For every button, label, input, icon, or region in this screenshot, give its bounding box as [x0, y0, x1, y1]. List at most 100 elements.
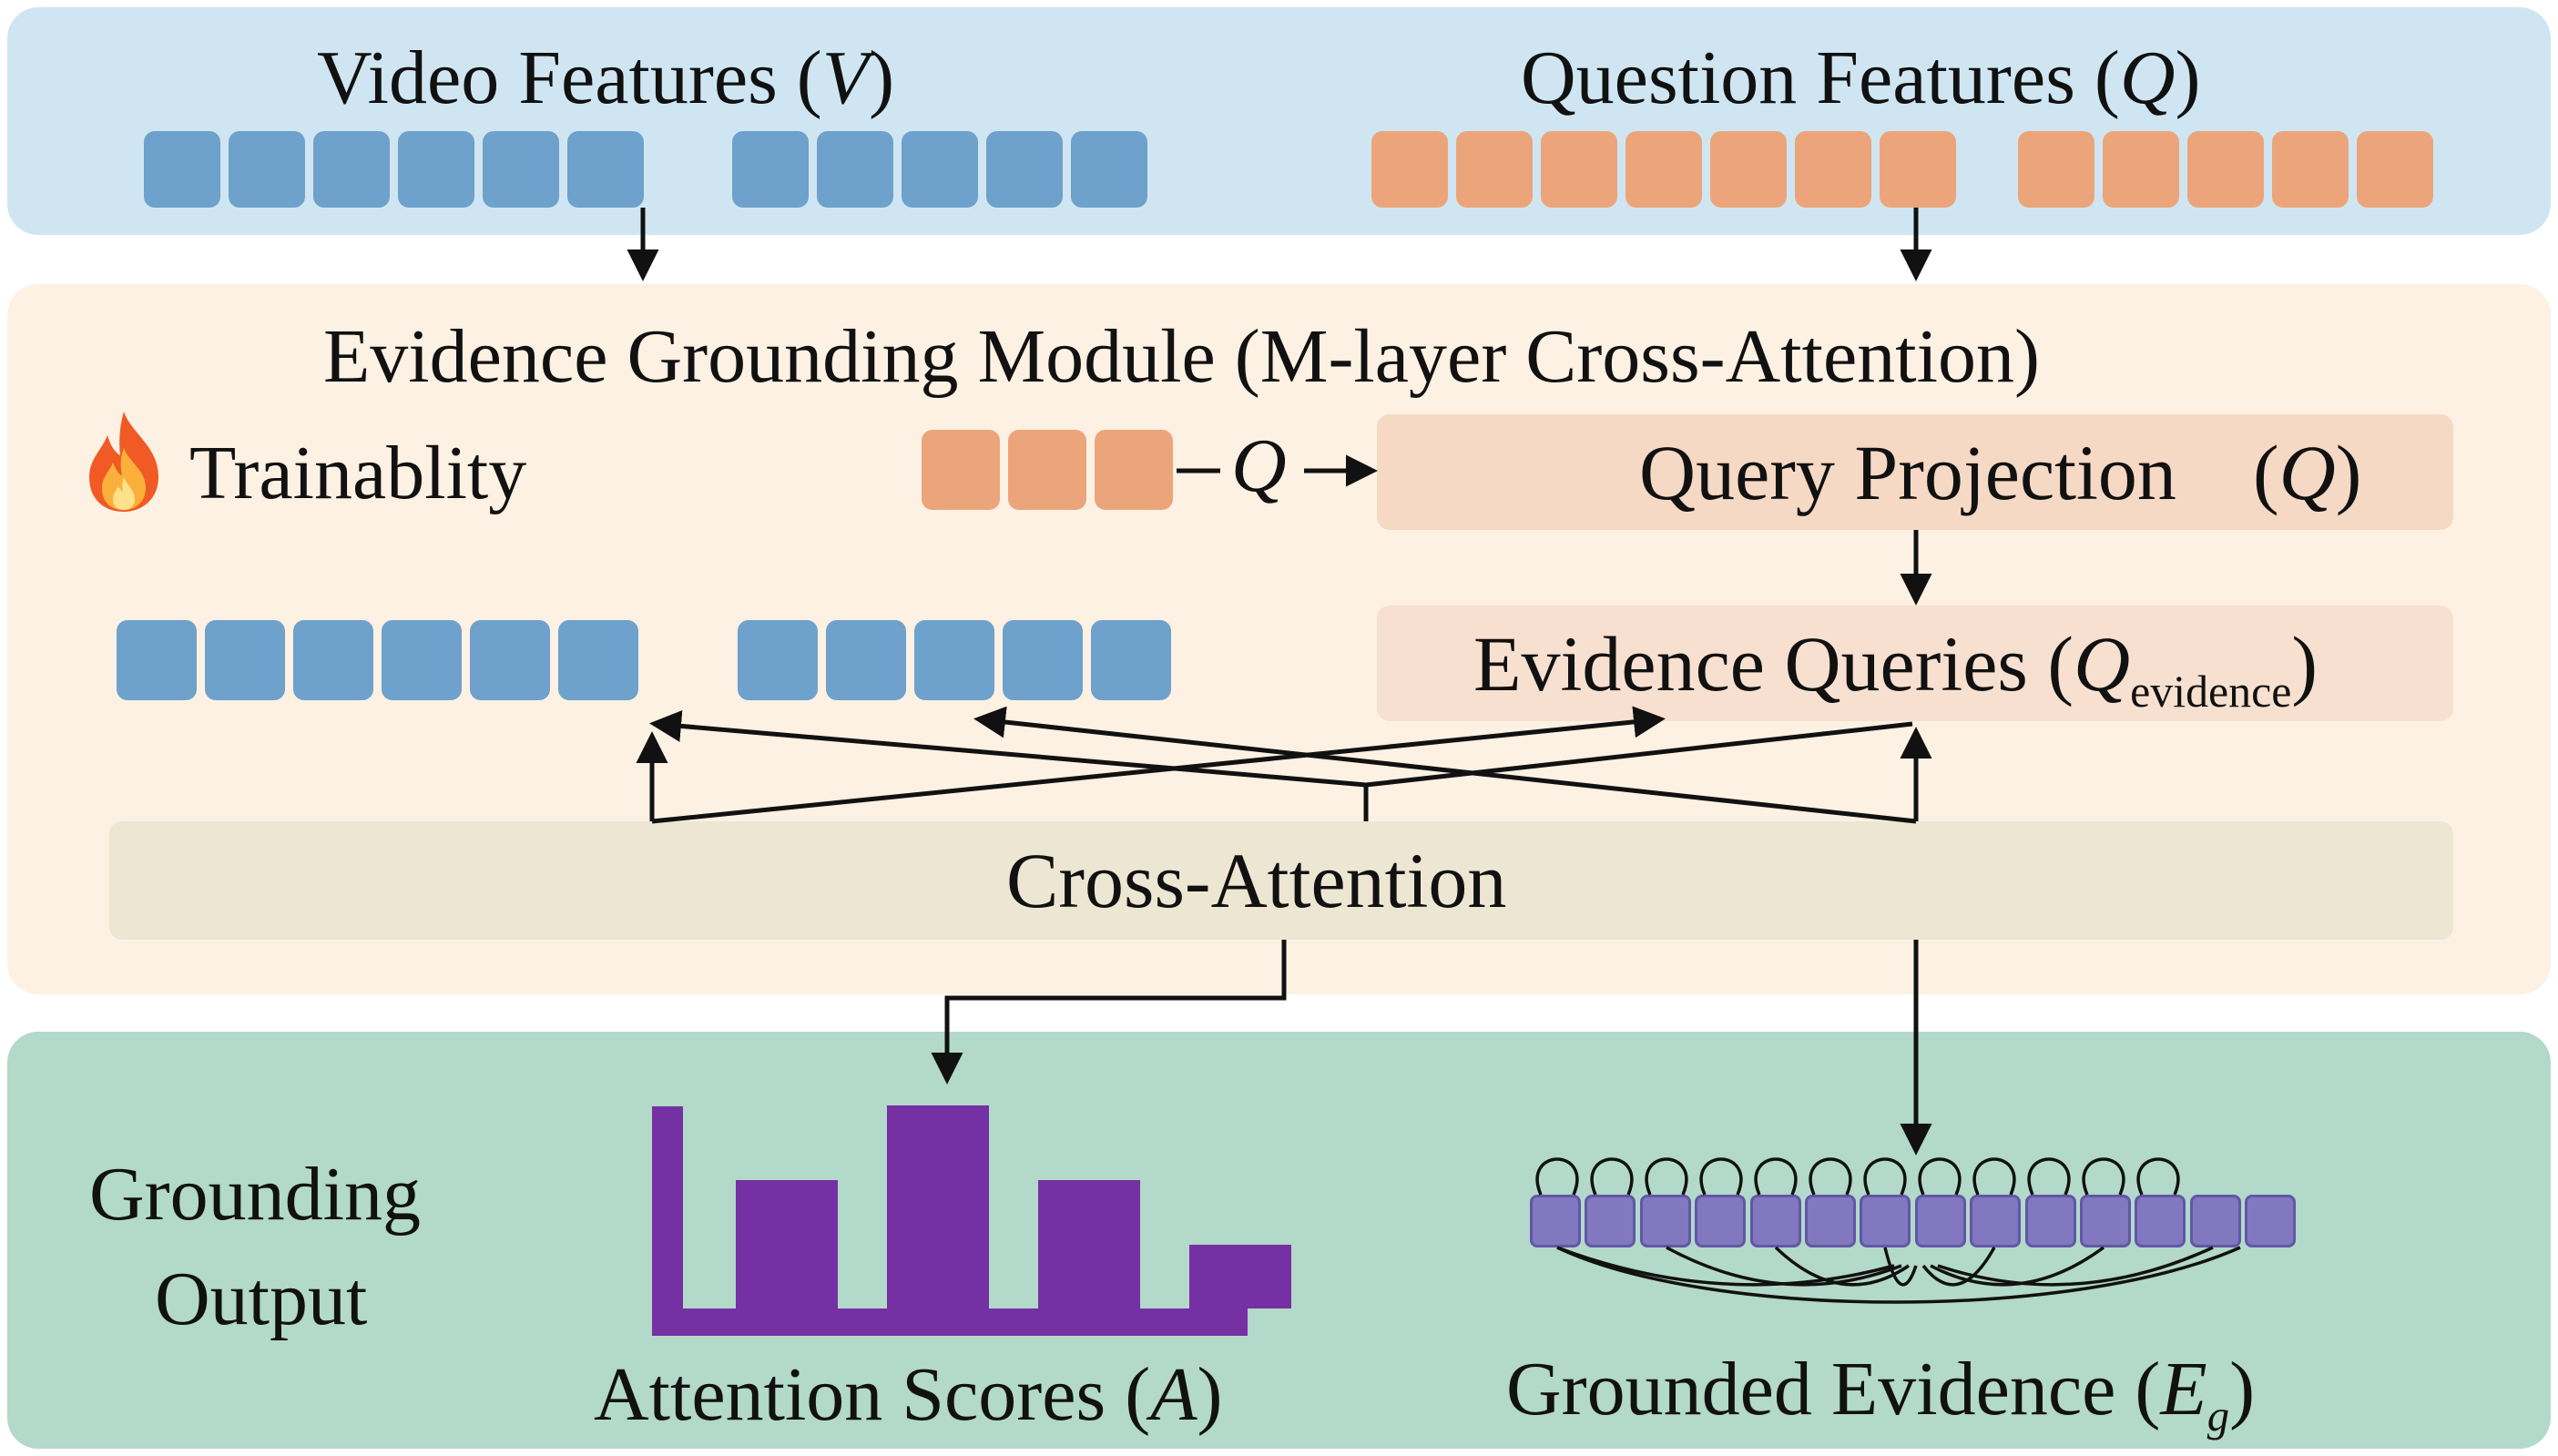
evidence-token [1639, 1195, 1691, 1247]
question-token [1008, 430, 1086, 510]
evidence-loop [1809, 1157, 1852, 1196]
video-token [117, 620, 197, 700]
query-projection-box [1377, 414, 2453, 530]
question-token [1710, 131, 1787, 208]
video-token [382, 620, 462, 700]
evidence-token [1860, 1195, 1911, 1247]
cross-attention-box [109, 821, 2453, 940]
grounded-evidence-label: Grounded Evidence (Eg) [1506, 1347, 2256, 1441]
evidence-token [1970, 1195, 2022, 1247]
video-token [914, 620, 994, 700]
video-token [902, 131, 978, 208]
evidence-token [1585, 1195, 1636, 1247]
video-token [483, 131, 559, 208]
question-token [1626, 131, 1702, 208]
video-token [558, 620, 638, 700]
evidence-link [1921, 1247, 1996, 1287]
evidence-token [2245, 1195, 2297, 1247]
question-token [922, 430, 1000, 510]
evidence-loop [1535, 1157, 1579, 1196]
evidence-loop [2082, 1157, 2125, 1196]
evidence-queries-label: Evidence Queries (Qevidence) [1473, 620, 2318, 718]
flame-icon [89, 412, 158, 512]
question-token [1371, 131, 1448, 208]
evidence-link [1556, 1246, 1895, 1287]
attention-bar [887, 1105, 989, 1308]
grounding-label-line2: Output [155, 1257, 368, 1341]
attention-axis-horizontal [652, 1308, 1248, 1336]
evidence-loop [1590, 1157, 1634, 1196]
question-token [2187, 131, 2264, 208]
cross-line-c [649, 709, 1367, 788]
q-arrow-symbol: Q [1231, 423, 1287, 508]
evidence-token [1805, 1195, 1856, 1247]
cross-attention-label: Cross-Attention [1006, 837, 1507, 924]
cross-line-b [973, 706, 1917, 824]
evidence-token [2135, 1195, 2186, 1247]
evidence-token [2080, 1195, 2131, 1247]
question-features-label: Question Features (Q) [1521, 36, 2201, 120]
video-token [986, 131, 1063, 208]
cross-line-a [651, 706, 1666, 824]
module-title: Evidence Grounding Module (M-layer Cross… [323, 314, 2040, 399]
video-token [1091, 620, 1171, 700]
video-token [470, 620, 550, 700]
video-token [205, 620, 285, 700]
question-token [2018, 131, 2094, 208]
evidence-link-arcs [1535, 1157, 2241, 1304]
video-features-label: Video Features (V) [317, 36, 895, 120]
evidence-loop [1972, 1157, 2016, 1196]
video-token [732, 131, 809, 208]
evidence-loop [1918, 1157, 1962, 1196]
ca-to-attention-arrow [931, 940, 1287, 1084]
attention-bar [1038, 1180, 1140, 1308]
query-projection-label: Query Projection [1639, 429, 2176, 516]
evidence-queries-box [1377, 606, 2453, 721]
query-projection-symbol: (Q) [2253, 429, 2362, 516]
evidence-loop [2027, 1157, 2071, 1196]
video-token [313, 131, 390, 208]
question-token [2103, 131, 2179, 208]
evidence-link [1937, 1246, 2214, 1287]
evidence-token [2024, 1195, 2076, 1247]
question-token [1541, 131, 1617, 208]
attention-bar [1189, 1245, 1291, 1308]
video-token [826, 620, 906, 700]
evidence-token [1530, 1195, 1581, 1247]
cross-line-d [1365, 721, 1913, 788]
attention-bar [736, 1180, 838, 1308]
evidence-link [1666, 1246, 1902, 1287]
question-token [2357, 131, 2433, 208]
evidence-token [1914, 1195, 1966, 1247]
evidence-loop [1754, 1157, 1798, 1196]
video-token [817, 131, 893, 208]
video-token [1003, 620, 1083, 700]
evidence-loop [1645, 1157, 1688, 1196]
evidence-link [1930, 1246, 2105, 1287]
evidence-loop [2136, 1157, 2180, 1196]
video-token [738, 620, 818, 700]
trainability-label: Trainablity [189, 431, 527, 515]
video-token [293, 620, 373, 700]
evidence-token [1749, 1195, 1801, 1247]
evidence-loop [1699, 1157, 1743, 1196]
video-token [144, 131, 220, 208]
evidence-link [1883, 1247, 1918, 1287]
evidence-base-arc [1556, 1246, 2241, 1304]
video-token [229, 131, 305, 208]
question-token [1095, 430, 1173, 510]
evidence-token [2189, 1195, 2241, 1247]
video-token [398, 131, 474, 208]
video-token [1071, 131, 1147, 208]
attention-scores-label: Attention Scores (A) [594, 1352, 1223, 1437]
grounding-label-line1: Grounding [89, 1152, 421, 1237]
question-token [2272, 131, 2349, 208]
attention-axis-vertical [652, 1106, 683, 1336]
evidence-token [1695, 1195, 1747, 1247]
video-token [567, 131, 644, 208]
question-token [1880, 131, 1956, 208]
question-token [1456, 131, 1533, 208]
evidence-loop [1863, 1157, 1907, 1196]
